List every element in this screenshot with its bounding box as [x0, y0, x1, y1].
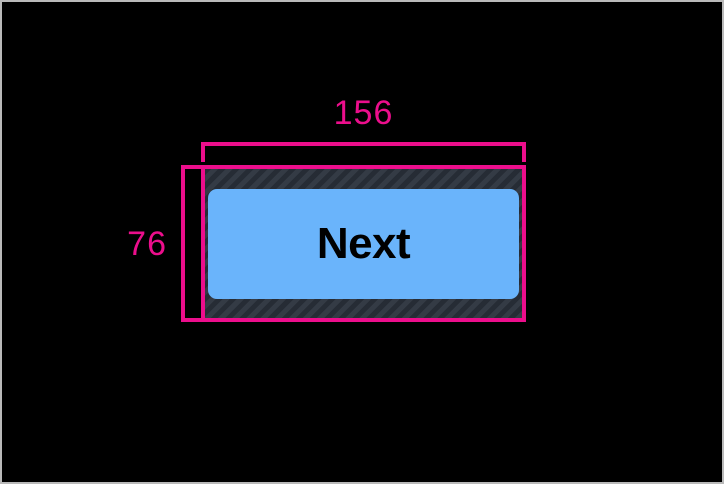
- width-dimension-value: 156: [333, 94, 394, 132]
- height-dimension-bracket-icon: [181, 165, 201, 322]
- selection-bounds-box[interactable]: [201, 165, 526, 322]
- widget-padding-hatch: Next: [205, 169, 522, 318]
- next-button[interactable]: Next: [208, 188, 519, 299]
- width-dimension-group: 156: [201, 96, 526, 162]
- height-dimension-group: 76: [127, 165, 201, 322]
- next-button-label: Next: [316, 218, 411, 268]
- width-dimension-bracket-icon: [201, 142, 526, 162]
- height-dimension-value: 76: [127, 224, 167, 263]
